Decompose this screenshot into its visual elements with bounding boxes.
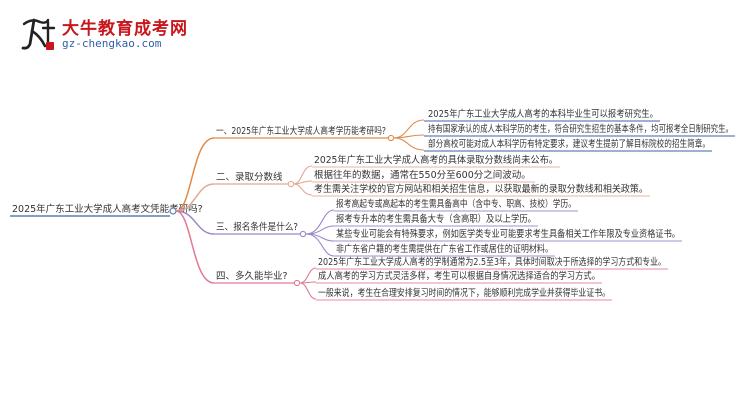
branch-1-label: 一、2025年广东工业大学成人高考学历能考研吗? [216, 125, 386, 137]
branch-4-dot [293, 279, 301, 287]
leaf-curve-2-3 [293, 183, 313, 196]
daniu-logo-icon [21, 18, 56, 50]
leaf-1-1: 2025年广东工业大学成人高考的本科毕业生可以报考研究生。 [428, 108, 658, 120]
brand-title[interactable]: 大牛教育成考网 [62, 19, 188, 39]
branch-curve-2 [175, 183, 215, 212]
branch-4-label: 四、多久能毕业? [216, 270, 288, 282]
leaf-3-2: 报考专升本的考生需具备大专（含高职）及以上学历。 [336, 213, 536, 225]
leaf-curve-1-2 [393, 134, 425, 139]
branch-2: 二、录取分数线 2025年广东工业大学成人高考的具体录取分数线尚未公布。 根据往… [214, 154, 650, 197]
leaf-4-1: 2025年广东工业大学成人高考的学制通常为2.5至3年，具体时间取决于所选择的学… [318, 256, 666, 268]
brand-url[interactable]: gz-chengkao.com [62, 37, 162, 50]
leaf-1-2: 持有国家承认的成人本科学历的考生，符合研究生招生的基本条件，均可报考全日制研究生… [428, 123, 733, 135]
branch-3-label: 三、报名条件是什么? [216, 221, 298, 233]
leaf-4-3: 一般来说，考生在合理安排复习时间的情况下，能够顺利完成学业并获得毕业证书。 [318, 287, 610, 299]
site-header: 大牛教育成考网 gz-chengkao.com [18, 8, 238, 56]
branch-curve-3 [175, 210, 215, 235]
branch-curve-4 [175, 210, 215, 284]
root-label: 2025年广东工业大学成人高考文凭能考研吗? [12, 203, 203, 215]
branch-1-dot [387, 134, 395, 142]
leaf-2-2: 根据往年的数据，通常在550分至600分之间波动。 [314, 169, 531, 181]
branch-1: 一、2025年广东工业大学成人高考学历能考研吗? 2025年广东工业大学成人高考… [214, 108, 735, 152]
branch-curve-1 [175, 137, 215, 212]
leaf-3-1: 报考高起专或高起本的考生需具备高中（含中专、职高、技校）学历。 [336, 198, 576, 210]
branch-3-dot [299, 230, 307, 238]
leaf-curve-4-3 [299, 282, 317, 300]
branch-2-label: 二、录取分数线 [216, 171, 283, 183]
root-node: 2025年广东工业大学成人高考文凭能考研吗? [10, 203, 203, 217]
leaf-curve-4-1 [299, 267, 317, 284]
leaf-3-3: 某些专业可能会有特殊要求，例如医学类专业可能要求考生具备相关工作年限及专业资格证… [336, 228, 680, 240]
branch-3: 三、报名条件是什么? 报考高起专或高起本的考生需具备高中（含中专、职高、技校）学… [214, 198, 682, 257]
branch-4: 四、多久能毕业? 2025年广东工业大学成人高考的学制通常为2.5至3年，具体时… [214, 256, 668, 301]
leaf-1-3: 部分高校可能对成人本科学历有特定要求，建议考生提前了解目标院校的招生简章。 [428, 138, 710, 150]
leaf-2-1: 2025年广东工业大学成人高考的具体录取分数线尚未公布。 [314, 154, 558, 166]
leaf-4-2: 成人高考的学习方式灵活多样，考生可以根据自身情况选择适合的学习方式。 [318, 270, 600, 282]
leaf-3-4: 非广东省户籍的考生需提供在广东省工作或居住的证明材料。 [336, 243, 553, 255]
leaf-curve-1-3 [393, 137, 425, 151]
leaf-2-3: 考生需关注学校的官方网站和相关招生信息，以获取最新的录取分数线和相关政策。 [314, 183, 648, 195]
branch-2-dot [287, 180, 295, 188]
root-connector-dot [169, 207, 177, 215]
leaf-curve-3-4 [305, 233, 335, 257]
